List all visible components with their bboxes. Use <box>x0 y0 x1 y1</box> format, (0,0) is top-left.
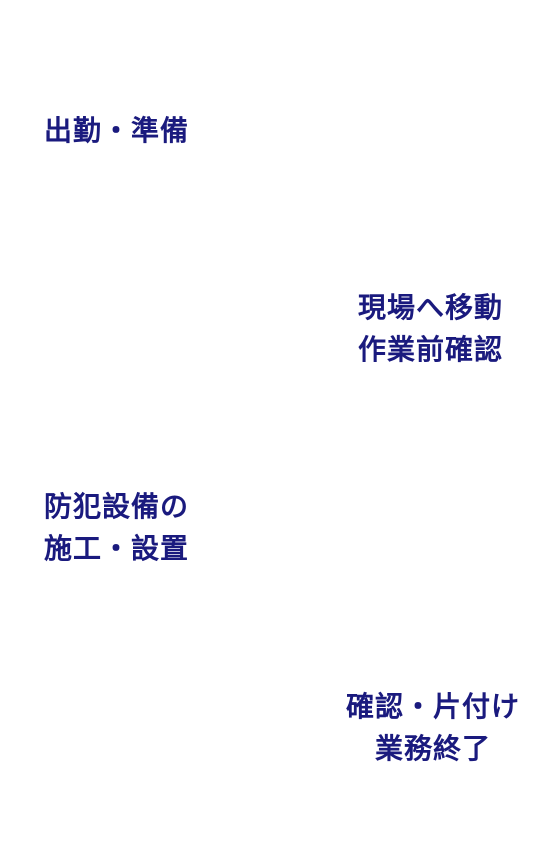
step-2-line-2: 作業前確認 <box>357 333 503 366</box>
step-2-line-1: 現場へ移動 <box>357 291 503 324</box>
step-3-line-1: 防犯設備の <box>44 490 190 523</box>
step-3-line-2: 施工・設置 <box>44 532 190 565</box>
step-2-label: 現場へ移動 作業前確認 <box>358 287 503 371</box>
step-3-label: 防犯設備の 施工・設置 <box>44 486 189 570</box>
step-4-line-1: 確認・片付け <box>345 690 520 723</box>
step-1-label: 出勤・準備 <box>44 110 189 152</box>
step-1-line-1: 出勤・準備 <box>44 114 190 147</box>
step-4-line-2: 業務終了 <box>374 732 491 765</box>
step-4-label: 確認・片付け 業務終了 <box>346 686 520 770</box>
